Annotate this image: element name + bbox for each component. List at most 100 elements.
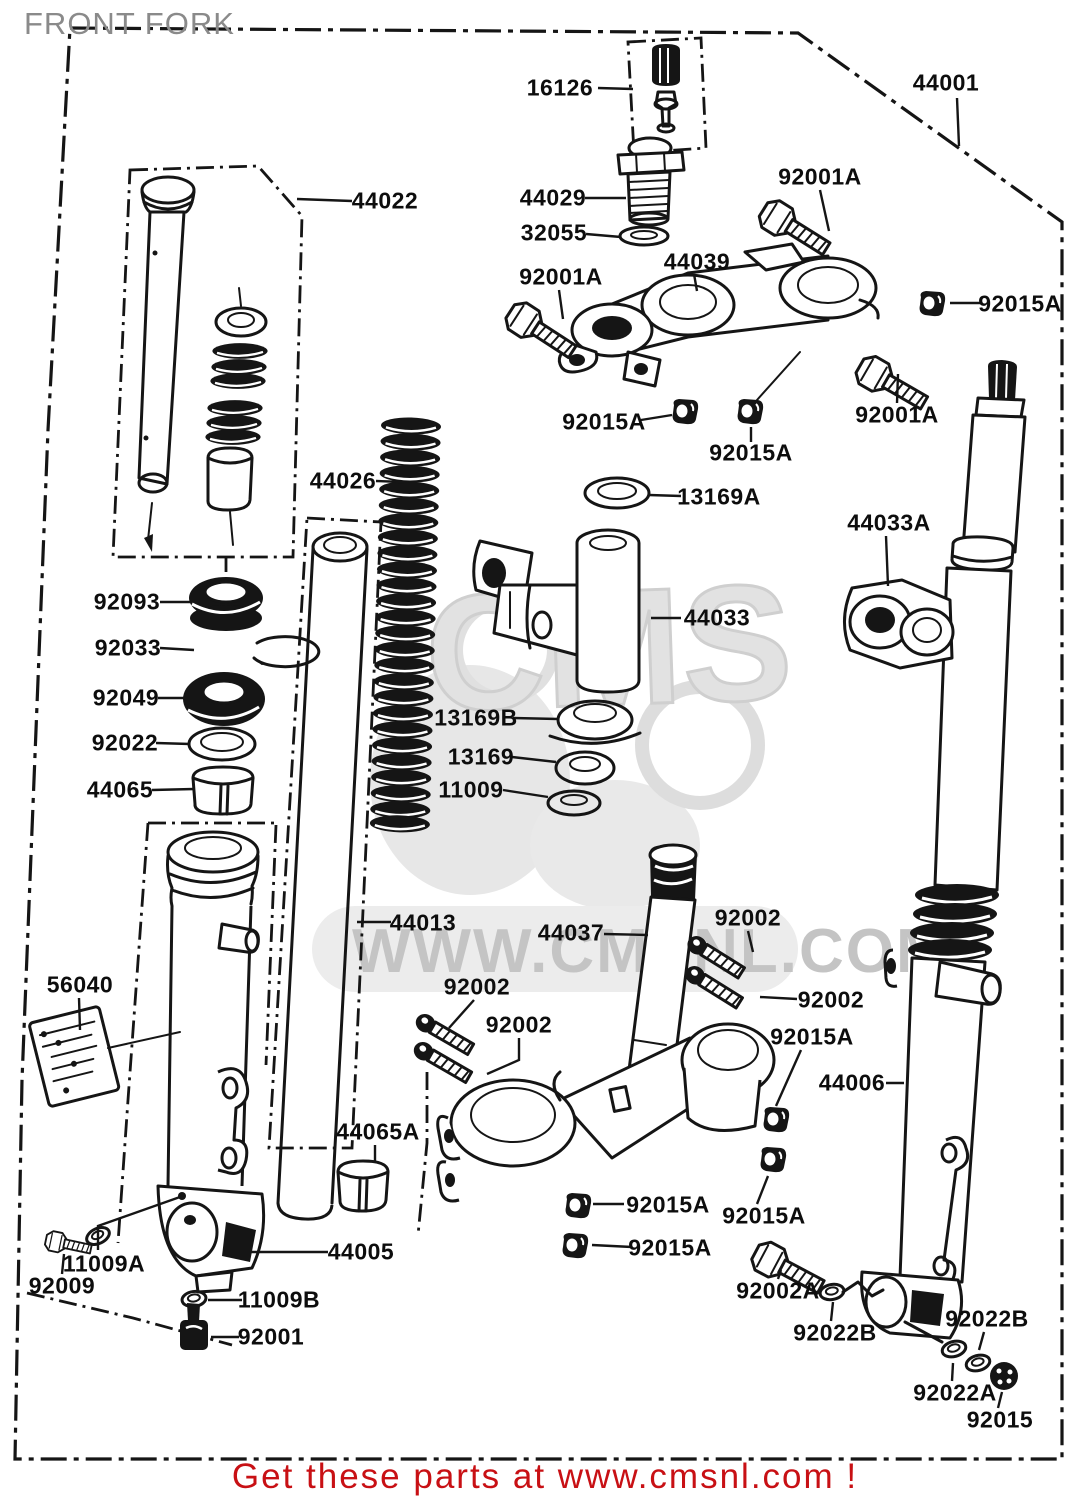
part-label-92002-27: 92002 [485, 1011, 553, 1038]
part-label-92015a-36: 92015A [722, 1202, 806, 1229]
part-art-bracket-44033A [842, 578, 955, 670]
leader-44039-7 [692, 273, 699, 292]
leader-92033-15 [159, 646, 195, 652]
part-label-92001a-3: 92001A [778, 163, 862, 190]
part-art-caution-label-56040 [28, 1005, 121, 1108]
leader-11009a-38 [96, 1195, 181, 1250]
part-label-92022b-44: 92022B [945, 1305, 1029, 1332]
leader-92022a-45 [950, 1362, 955, 1382]
part-label-44029-4: 44029 [519, 184, 587, 211]
part-label-92015-46: 92015 [966, 1406, 1034, 1433]
part-art-upper-clamp-44039 [557, 242, 880, 388]
leader-92022-17 [155, 741, 191, 746]
part-label-13169-22: 13169 [447, 743, 515, 770]
leader-13169b-21 [512, 716, 559, 721]
part-label-92022b-43: 92022B [793, 1319, 877, 1346]
leader-92001a-3 [818, 189, 831, 232]
part-art-castle-nut-92015 [990, 1362, 1018, 1390]
part-label-13169a-12: 13169A [677, 483, 761, 510]
part-label-44006-32: 44006 [818, 1069, 886, 1096]
leader-32055-5 [585, 232, 622, 239]
part-art-oring-32055 [618, 225, 670, 247]
leader-13169a-12 [648, 493, 682, 498]
leader-92002a-42 [776, 1269, 783, 1280]
leader-56040-30 [77, 997, 82, 1031]
part-label-92002-29: 92002 [797, 986, 865, 1013]
part-art-steering-stem-head-44033 [472, 476, 651, 694]
leader-lines [60, 86, 1004, 1409]
part-label-92001a-6: 92001A [519, 263, 603, 290]
part-label-44001-1: 44001 [912, 69, 980, 96]
part-label-92033-15: 92033 [94, 634, 162, 661]
part-art-fork-cap-44029 [616, 136, 686, 247]
leader-92002-26 [448, 999, 475, 1029]
part-label-32055-5: 32055 [520, 219, 588, 246]
leader-92015a-35 [591, 1243, 633, 1249]
caution-label-pointer [107, 1031, 181, 1049]
part-label-92015a-31: 92015A [770, 1023, 854, 1050]
part-label-44039-7: 44039 [663, 248, 731, 275]
leader-13169-22 [511, 755, 557, 764]
leader-92001a-6 [557, 289, 565, 320]
part-label-92022-17: 92022 [91, 729, 159, 756]
diagram-border [13, 26, 1064, 1461]
part-label-11009b-40: 11009B [237, 1286, 321, 1313]
leader-92015a-36 [755, 1175, 770, 1205]
part-label-92015a-11: 92015A [709, 439, 793, 466]
part-art-air-valve-16126 [652, 44, 680, 134]
part-art-lower-clamp [436, 1022, 776, 1203]
part-art-lower-leg-44005 [156, 830, 266, 1294]
part-label-92022a-45: 92022A [913, 1379, 997, 1406]
part-art-bearing-races [546, 699, 642, 817]
leader-92022b-43 [829, 1301, 835, 1322]
part-label-56040-30: 56040 [46, 971, 114, 998]
part-label-44065a-33: 44065A [336, 1118, 420, 1145]
part-art-bushing-44065A [336, 1159, 390, 1213]
part-label-44033a-13: 44033A [847, 509, 931, 536]
part-label-44013-24: 44013 [389, 909, 457, 936]
leader-92002-28 [746, 930, 755, 953]
leader-44022-2 [296, 197, 353, 203]
part-label-92001-41: 92001 [237, 1323, 305, 1350]
part-label-92093-14: 92093 [93, 588, 161, 615]
part-art-right-fork [841, 360, 1027, 1344]
part-label-44005-37: 44005 [327, 1238, 395, 1265]
leader-44037-25 [603, 932, 649, 937]
part-label-13169b-21: 13169B [434, 704, 518, 731]
page-title: FRONT FORK [24, 6, 235, 41]
part-art-rebound-stack [204, 287, 269, 546]
leader-92022b-44 [977, 1331, 986, 1351]
part-label-92049-16: 92049 [92, 684, 160, 711]
footer-ad-text: Get these parts at www.cmsnl.com ! [231, 1457, 859, 1496]
part-label-44026-19: 44026 [309, 467, 377, 494]
leader-44026-19 [375, 479, 405, 484]
part-label-92015a-8: 92015A [978, 290, 1062, 317]
leader-16126-0 [597, 86, 634, 91]
part-label-92001a-9: 92001A [855, 401, 939, 428]
leader-92015-46 [996, 1391, 1004, 1409]
part-label-44037-25: 44037 [537, 919, 605, 946]
part-art-socket-bolt-92001 [180, 1303, 208, 1350]
leader-92002-29 [759, 995, 798, 1001]
part-label-11009-23: 11009 [438, 776, 504, 803]
part-label-44022-2: 44022 [351, 187, 419, 214]
leader-11009-23 [502, 788, 549, 799]
part-label-44065-18: 44065 [86, 776, 154, 803]
part-art-damper-rod-44022 [137, 175, 196, 552]
leader-44001-1 [955, 97, 961, 147]
leader-44033a-13 [884, 535, 890, 587]
part-label-92009-39: 92009 [28, 1272, 96, 1299]
part-label-92015a-34: 92015A [626, 1191, 710, 1218]
leader-92001a-9 [895, 373, 900, 404]
part-label-16126-0: 16126 [526, 74, 594, 101]
part-label-92015a-10: 92015A [562, 408, 646, 435]
leader-92009-39 [60, 1253, 66, 1275]
leader-44065-18 [151, 787, 195, 792]
part-label-92002a-42: 92002A [736, 1277, 820, 1304]
part-label-92002-28: 92002 [714, 904, 782, 931]
leader-92015a-10 [640, 413, 673, 422]
part-label-92002-26: 92002 [443, 973, 511, 1000]
part-label-11009a-38: 11009A [62, 1250, 146, 1277]
